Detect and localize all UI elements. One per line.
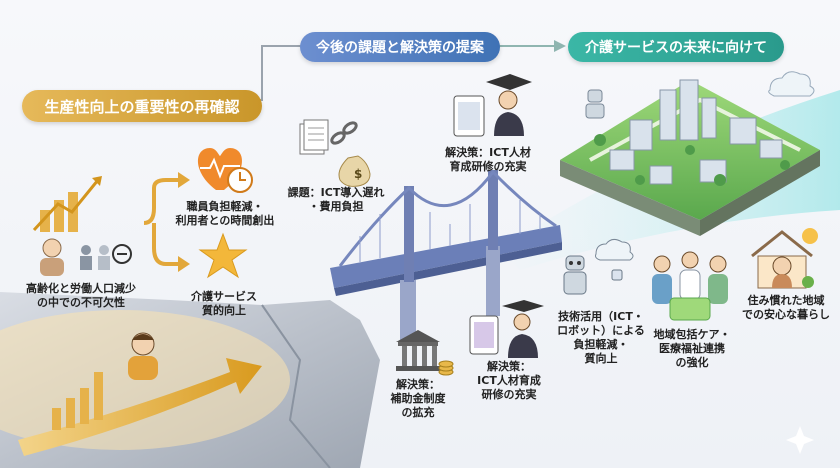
caregiver-icon [128, 332, 158, 380]
bridge [330, 169, 562, 340]
solution-bottom-line1: 解決策： [487, 360, 531, 373]
home-elderly-icon [751, 228, 818, 289]
solution-top-line2: 育成研修の充実 [449, 160, 527, 173]
header-future-care-label: 介護サービスの未来に向けて [585, 40, 767, 56]
robot-icon [585, 89, 605, 119]
benefit-quality-label: 介護サービス 質的向上 [164, 290, 284, 318]
training-icon-bottom [469, 300, 544, 358]
money-bag-icon: $ [338, 155, 371, 187]
tech-robot-cloud-icon [563, 238, 634, 295]
money-symbol: $ [354, 167, 362, 181]
benefit-quality-line2: 質的向上 [202, 304, 246, 317]
header-issues-solutions-label: 今後の課題と解決策の提案 [316, 40, 484, 56]
solution-bottom-line3: 研修の充実 [481, 388, 537, 401]
issue-icons: $ [299, 119, 371, 187]
training-icon-top [453, 74, 532, 137]
header-issues-solutions: 今後の課題と解決策の提案 [300, 32, 500, 62]
cloud-icon [768, 71, 815, 97]
subsidy-line3: の拡充 [401, 406, 435, 419]
solution-bottom-line2: ICT人材育成 [477, 374, 541, 387]
growth-arrow [18, 358, 262, 456]
sparkle-icon [786, 426, 814, 454]
government-subsidy-icon [396, 330, 454, 376]
aging-label-line1: 高齢化と労働人口減少 [26, 282, 136, 295]
branch-arrows [143, 172, 190, 272]
header-productivity-label: 生産性向上の重要性の再確認 [44, 97, 240, 116]
issue-label: 課題：ICT導入遅れ ・費用負担 [286, 186, 386, 214]
aging-population-icon [32, 176, 132, 276]
broken-chain-icon [330, 121, 358, 145]
community-line3: の強化 [675, 356, 709, 369]
solution-subsidy-label: 解決策： 補助金制度 の拡充 [378, 378, 458, 420]
tech-line4: 質向上 [584, 352, 618, 365]
document-icon [299, 119, 329, 155]
community-label: 地域包括ケア・ 医療福祉連携 の強化 [640, 328, 744, 370]
community-line2: 医療福祉連携 [659, 342, 725, 355]
solution-training-bottom-label: 解決策： ICT人材育成 研修の充実 [454, 360, 564, 402]
issue-line1: 課題：ICT導入遅れ [287, 186, 385, 199]
header-future-care: 介護サービスの未来に向けて [568, 32, 784, 62]
aging-label-line2: の中での不可欠性 [37, 296, 125, 309]
tech-label: 技術活用（ICT・ ロボット）による 負担軽減・ 質向上 [548, 310, 654, 366]
subsidy-line2: 補助金制度 [390, 392, 446, 405]
coins-icon [438, 360, 454, 376]
benefit-staff-label: 職員負担軽減・ 利用者との時間創出 [160, 200, 290, 228]
benefit-staff-line2: 利用者との時間創出 [175, 214, 275, 227]
tech-line3: 負担軽減・ [573, 338, 629, 351]
community-line1: 地域包括ケア・ [653, 328, 731, 341]
header-productivity: 生産性向上の重要性の再確認 [22, 90, 262, 122]
solution-training-top-label: 解決策：ICT人材 育成研修の充実 [428, 146, 548, 174]
tech-line2: ロボット）による [557, 324, 645, 337]
benefit-quality-line1: 介護サービス [191, 290, 257, 303]
star-icon [198, 232, 248, 279]
growth-bars-icon [52, 372, 103, 430]
future-city-island [560, 71, 820, 236]
community-care-icon [652, 251, 728, 321]
solution-top-line1: 解決策：ICT人材 [445, 146, 531, 159]
tech-line1: 技術活用（ICT・ [558, 310, 644, 323]
home-label: 住み慣れた地域 での安心な暮らし [736, 294, 836, 322]
subsidy-line1: 解決策： [396, 378, 440, 391]
home-line2: での安心な暮らし [742, 308, 830, 321]
aging-label: 高齢化と労働人口減少 の中での不可欠性 [6, 282, 156, 310]
issue-line2: ・費用負担 [308, 200, 364, 213]
home-line1: 住み慣れた地域 [747, 294, 825, 307]
benefit-staff-line1: 職員負担軽減・ [186, 200, 264, 213]
heart-clock-icon [197, 148, 253, 193]
